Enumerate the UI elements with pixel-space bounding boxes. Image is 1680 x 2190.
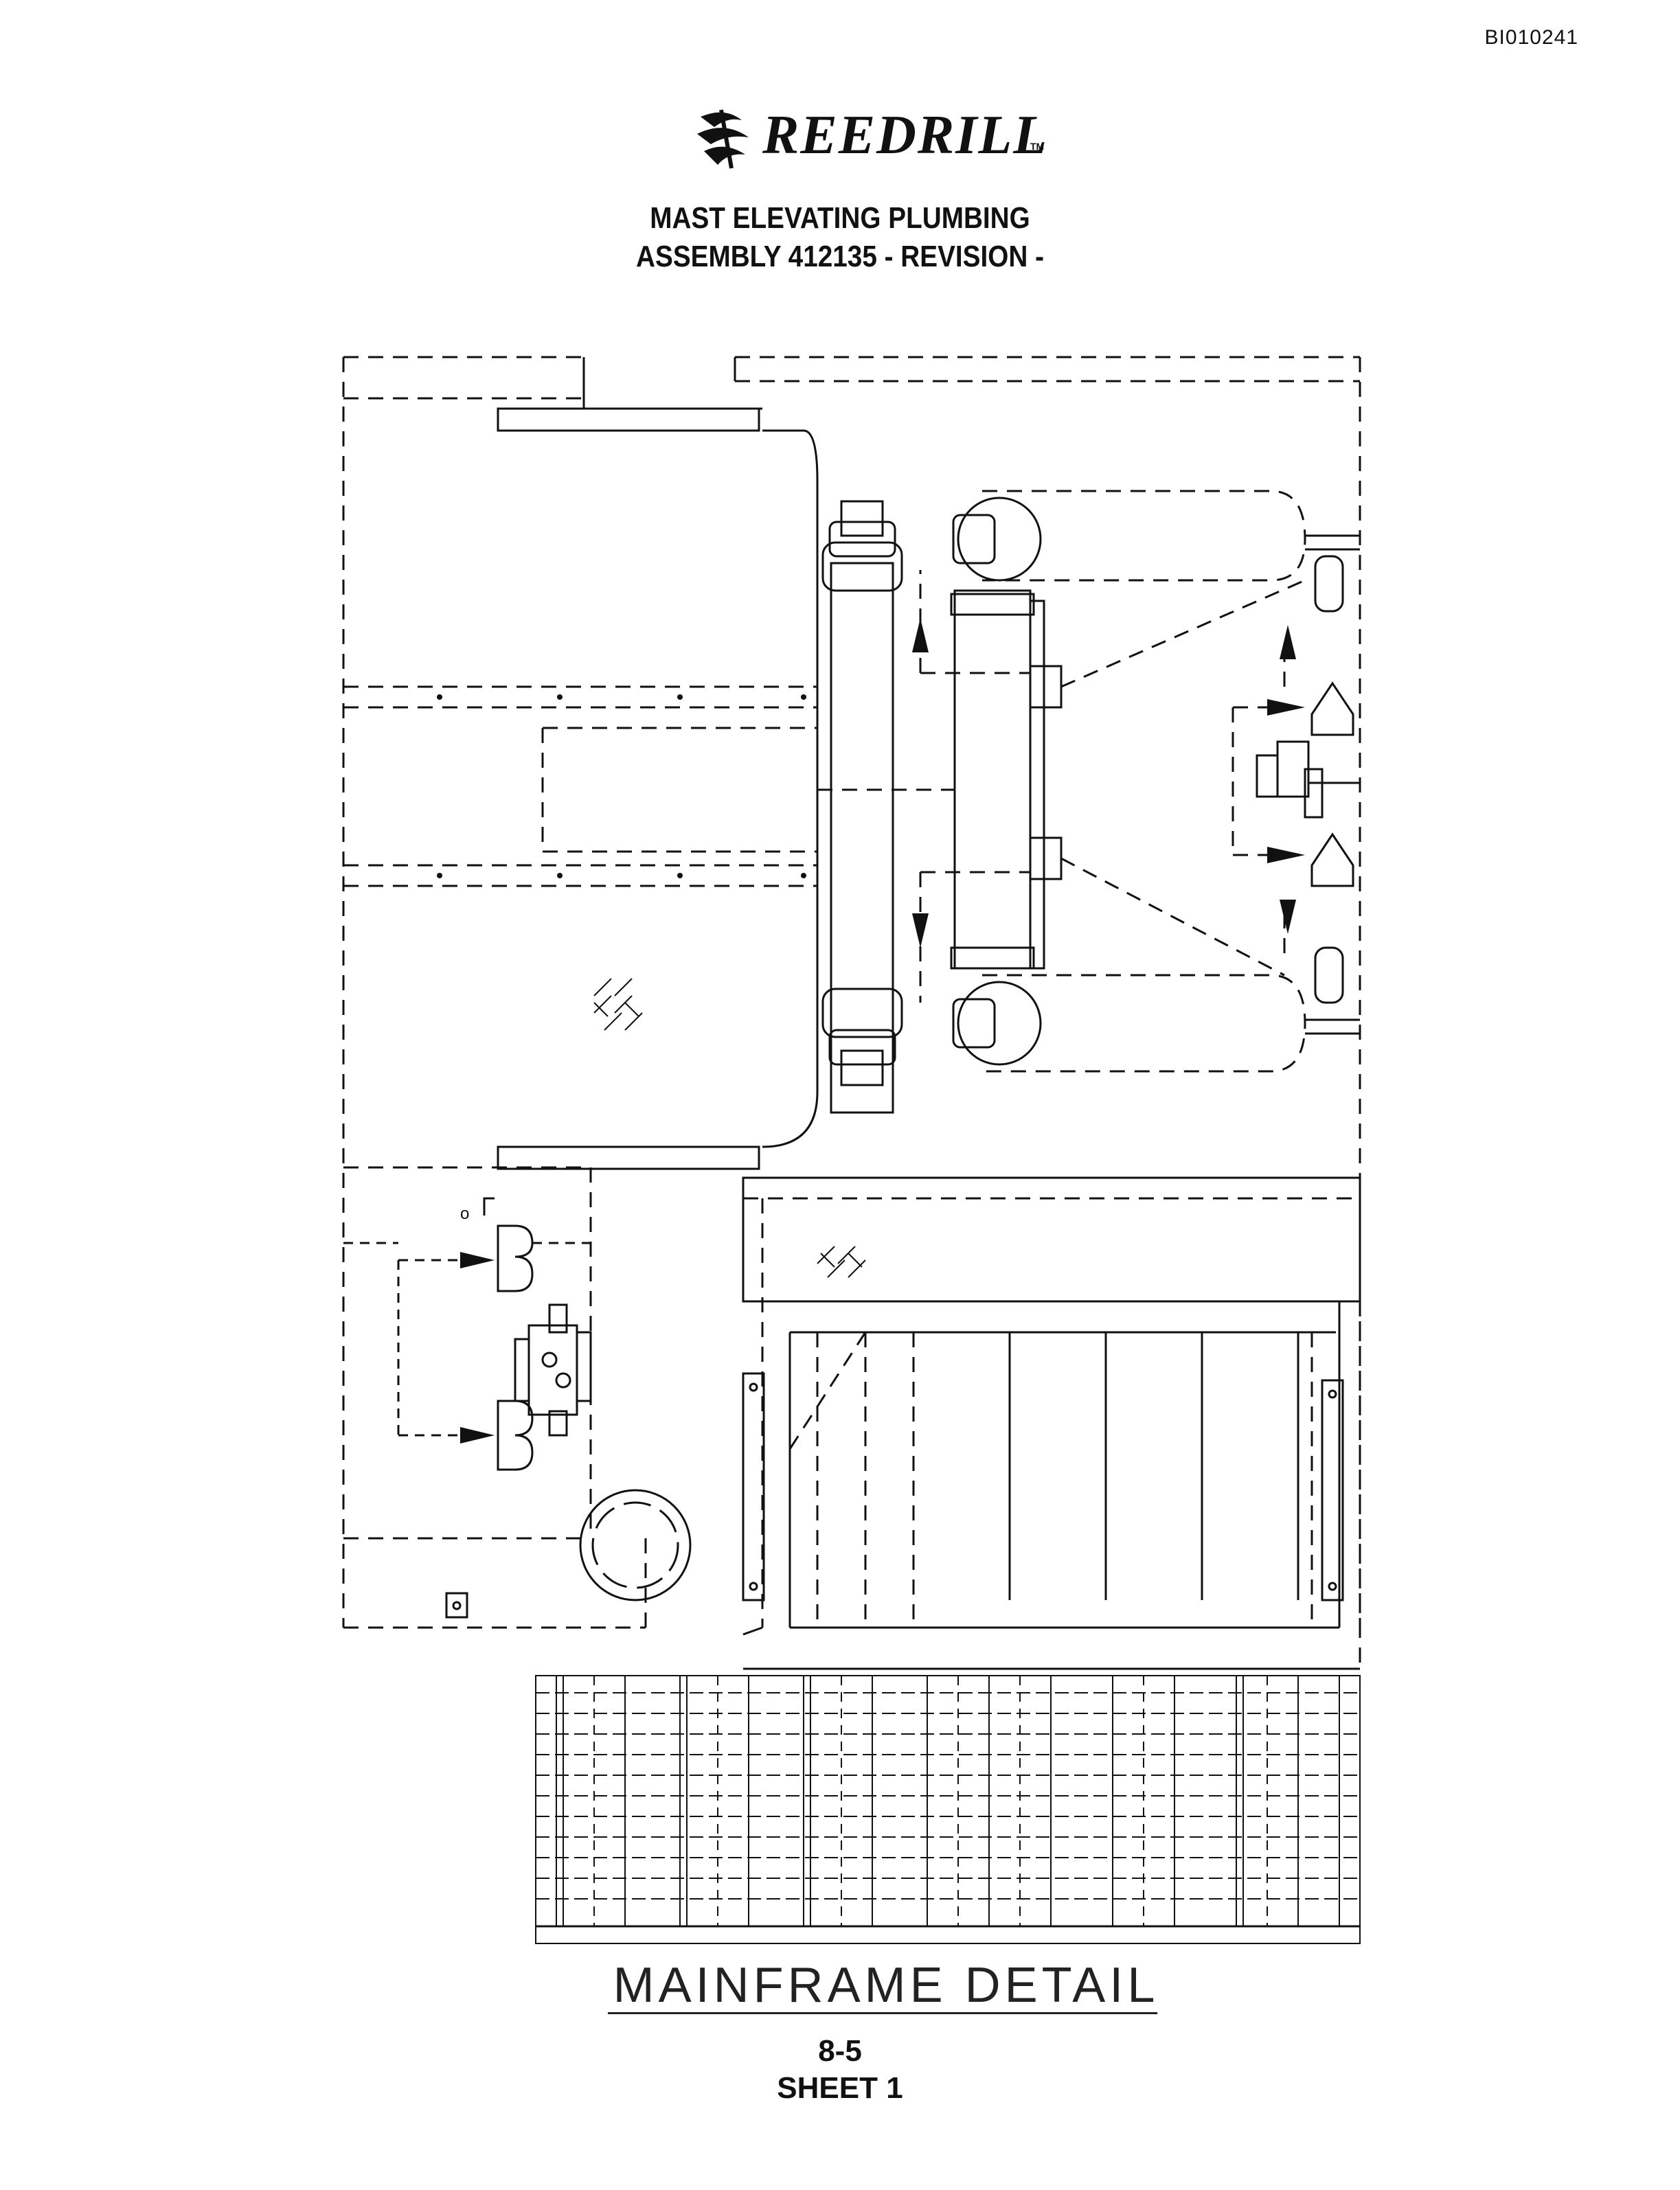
cross-members xyxy=(343,685,817,887)
hydraulic-hoses xyxy=(817,570,1306,1003)
deck-grating xyxy=(535,1675,1361,1944)
title-line-1: MAST ELEVATING PLUMBING xyxy=(650,201,1030,235)
lower-left-frame xyxy=(343,1167,647,1629)
right-fittings xyxy=(1305,534,1360,1035)
hydraulic-tank xyxy=(579,1489,692,1601)
title-line-2: ASSEMBLY 412135 - REVISION - xyxy=(636,240,1044,273)
logo-wordmark: REEDRILL xyxy=(762,105,1049,166)
mast-cylinder xyxy=(821,500,903,1114)
fitting-marker: o xyxy=(460,1205,469,1223)
tread-plate-lower xyxy=(817,1246,866,1278)
tread-plate xyxy=(593,978,643,1031)
logo-trademark: TM xyxy=(1030,141,1045,152)
sheet-number: SHEET 1 xyxy=(777,2071,903,2105)
upper-frame xyxy=(342,356,1361,1628)
page-number: 8-5 xyxy=(818,2034,862,2068)
detail-label: MAINFRAME DETAIL xyxy=(613,1958,1159,2013)
control-valve-right xyxy=(1256,740,1360,819)
upper-drum xyxy=(952,490,1306,582)
drill-swirl-icon xyxy=(697,109,749,169)
document-id: BI010241 xyxy=(1484,26,1578,49)
lower-right-frame xyxy=(742,1176,1361,1670)
reedrill-logo: REEDRILL TM xyxy=(694,103,1047,179)
callout-b-upper: o xyxy=(460,1197,534,1292)
detail-underline xyxy=(608,2012,1157,2014)
control-valve-left xyxy=(514,1303,592,1437)
mainframe-drawing: o xyxy=(342,356,1361,1944)
callout-b-lower xyxy=(497,1400,534,1471)
hydraulic-cylinder xyxy=(950,589,1063,970)
flow-arrows xyxy=(912,618,1305,948)
lower-drum xyxy=(952,974,1306,1073)
document-title: MAST ELEVATING PLUMBING ASSEMBLY 412135 … xyxy=(0,199,1680,276)
mount-bracket xyxy=(445,1592,468,1619)
